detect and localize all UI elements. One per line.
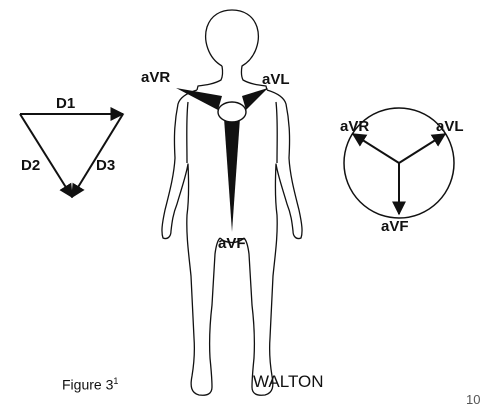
lead-d1-label: D1 (56, 95, 75, 112)
body-avf-label: aVF (218, 235, 246, 252)
body-lead-wires (176, 88, 268, 232)
author-name: WALTON (253, 372, 324, 392)
circle-avr-label: aVR (340, 118, 369, 135)
lead-d2-arrow (20, 114, 72, 197)
figure-caption: Figure 31 (62, 376, 118, 393)
page-number: 10 (466, 392, 480, 407)
lead-d3-arrow (72, 114, 123, 197)
heart-icon (218, 102, 246, 122)
augmented-leads-circle: aVR aVL aVF (340, 108, 464, 235)
figure-footnote-mark: 1 (113, 376, 118, 386)
body-avl-label: aVL (262, 71, 290, 88)
lead-d2-label: D2 (21, 157, 40, 174)
lead-d3-label: D3 (96, 157, 115, 174)
einthoven-triangle: D1 D2 D3 (20, 95, 123, 197)
figure-label: Figure 3 (62, 377, 113, 393)
body-avr-label: aVR (141, 69, 170, 86)
circle-avr-arrow (353, 134, 399, 163)
circle-avl-label: aVL (436, 118, 464, 135)
circle-avf-label: aVF (381, 218, 409, 235)
circle-avl-arrow (399, 134, 445, 163)
